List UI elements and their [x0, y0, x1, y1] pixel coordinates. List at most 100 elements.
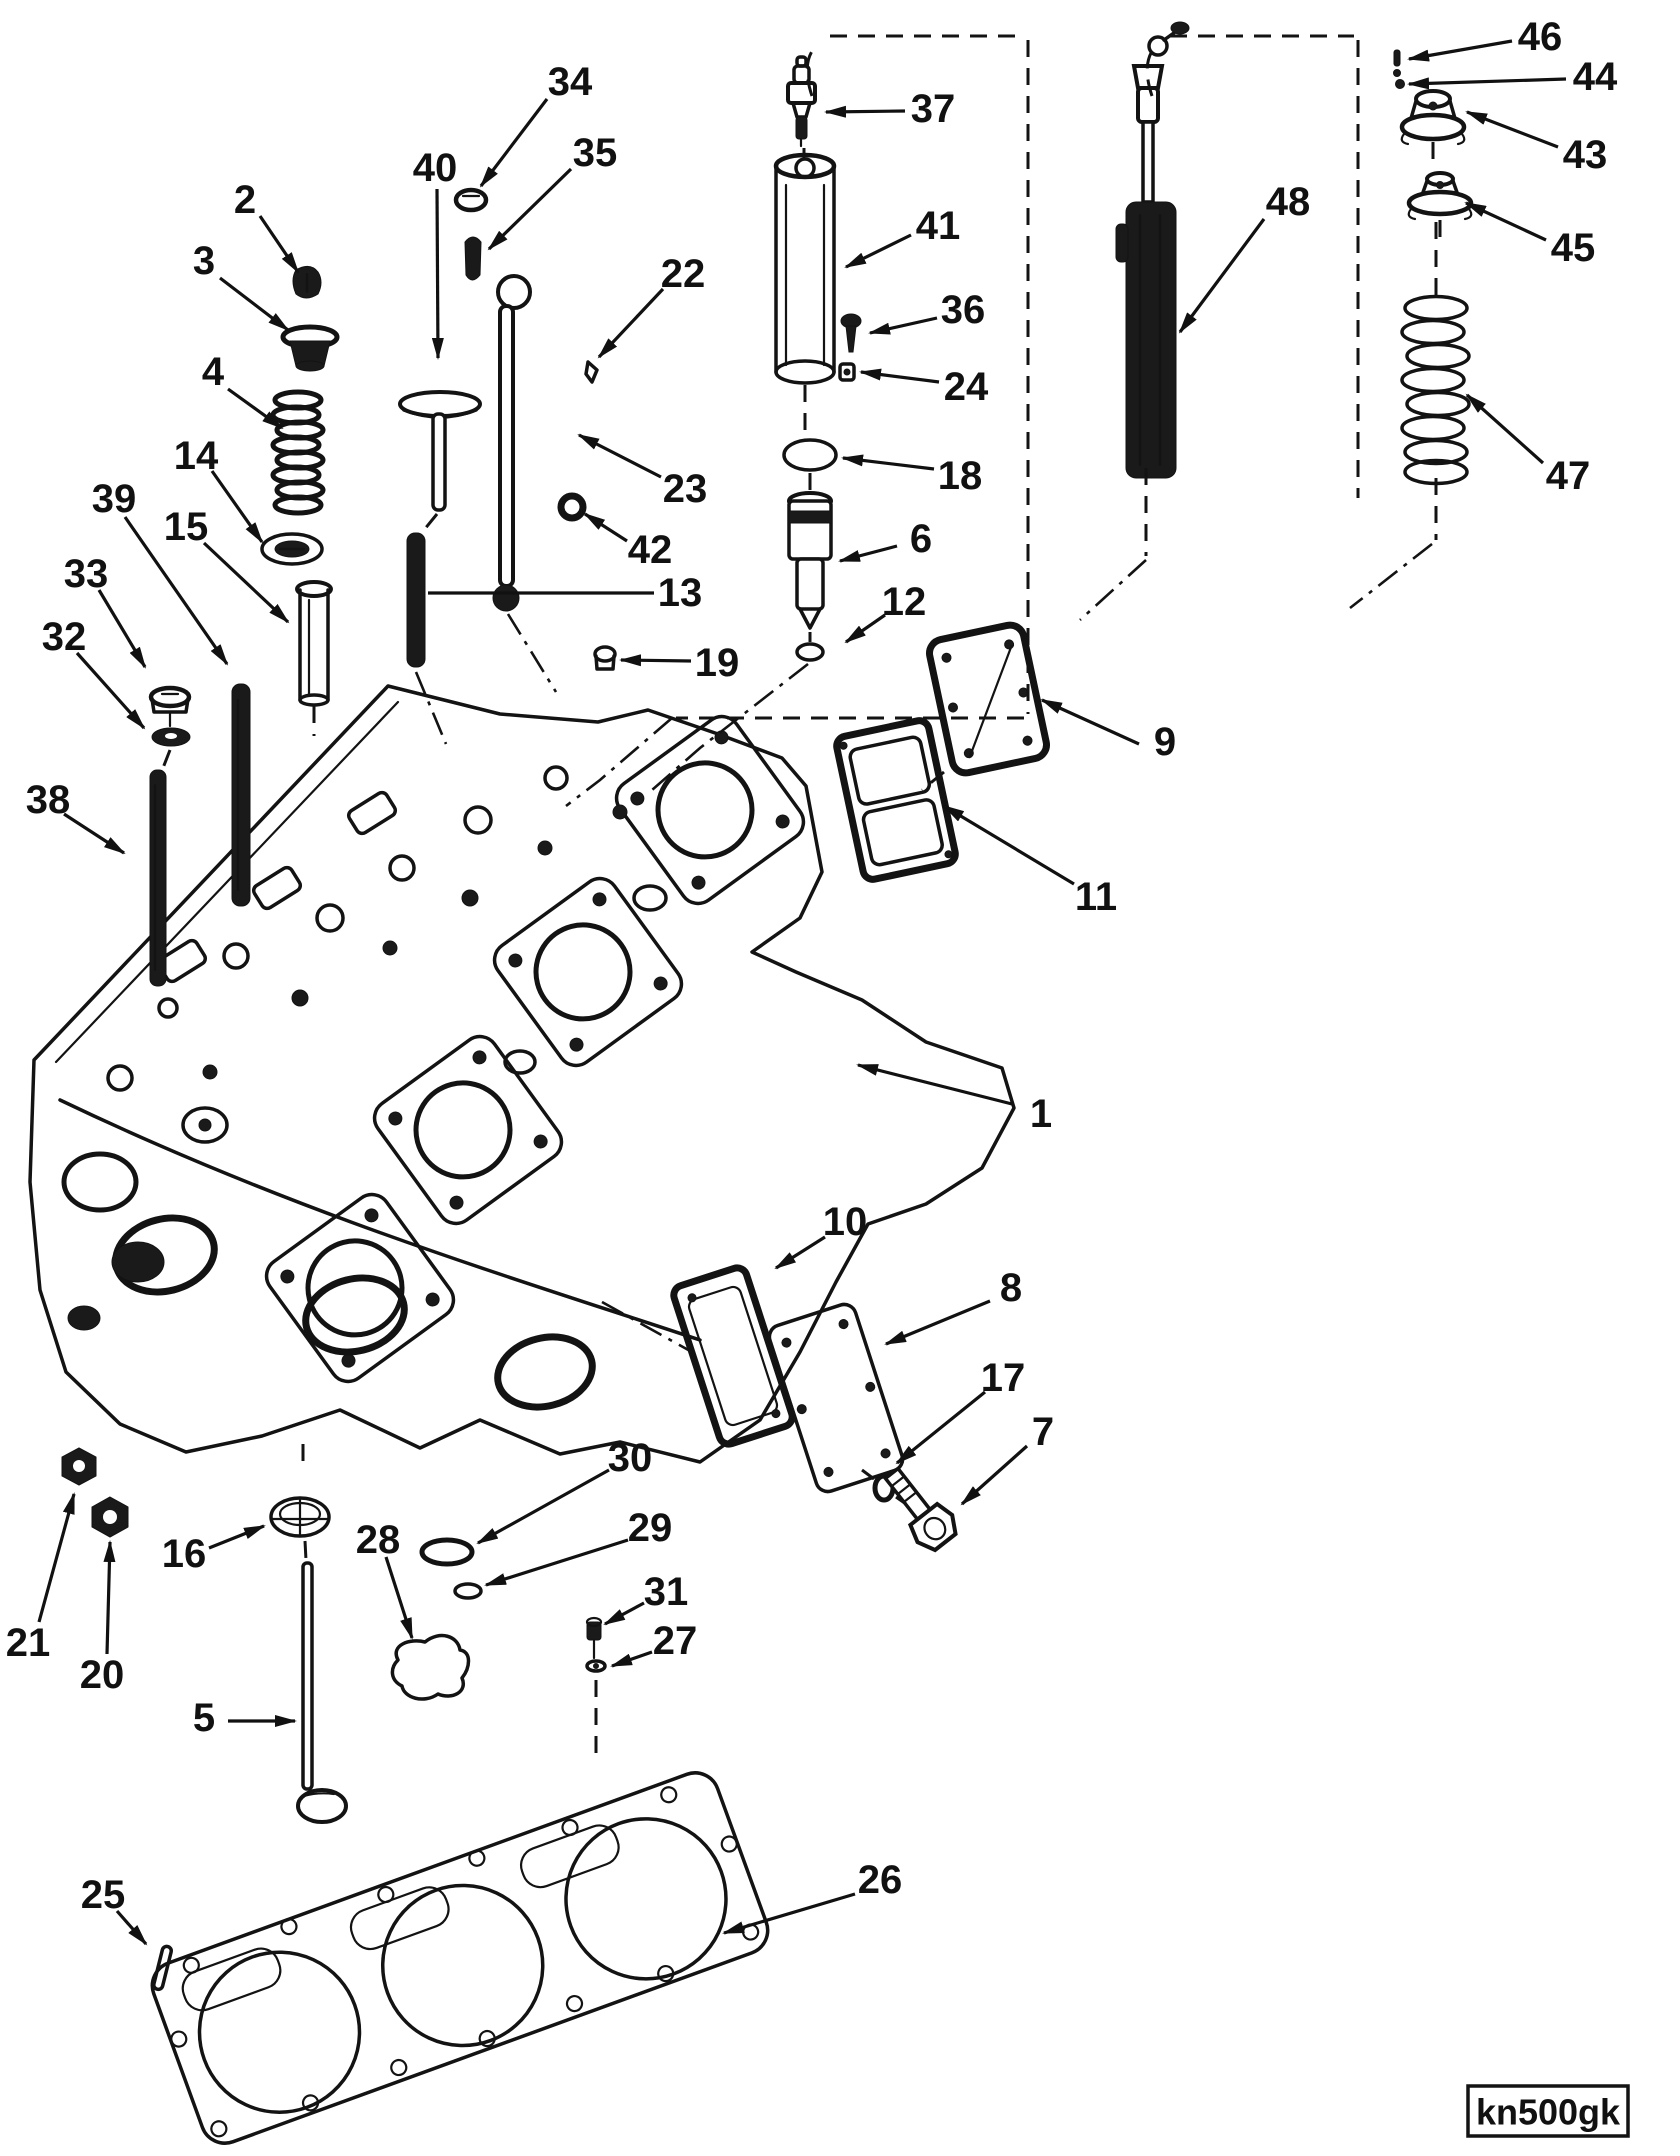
callout-38: 38 — [26, 778, 126, 855]
part-plug-20 — [91, 1496, 129, 1538]
callout-26: 26 — [722, 1858, 902, 1935]
callout-number: 23 — [663, 467, 708, 511]
callout-number: 48 — [1266, 180, 1311, 224]
part-plug-19 — [593, 645, 617, 671]
callout-leader — [960, 1444, 1029, 1506]
callout-leader — [202, 541, 290, 624]
callout-number: 38 — [26, 778, 71, 822]
callout-6: 6 — [838, 517, 932, 563]
callout-leader — [476, 1468, 610, 1545]
figure-code-box: kn500gk — [1466, 2084, 1630, 2138]
callout-5: 5 — [193, 1696, 297, 1740]
part-plug-31 — [585, 1616, 603, 1641]
part-cap-43 — [1399, 89, 1467, 146]
part-oring-29 — [453, 1582, 483, 1600]
callout-leader — [431, 188, 444, 360]
callout-leader — [115, 1909, 148, 1946]
part-ball-44 — [1395, 79, 1405, 89]
callout-leader — [844, 613, 886, 644]
callout-23: 23 — [577, 433, 708, 511]
callout-47: 47 — [1465, 393, 1590, 498]
callout-number: 6 — [910, 517, 932, 561]
callout-12: 12 — [844, 580, 926, 644]
callout-leader — [97, 589, 147, 669]
part-spark-plug-37 — [786, 55, 817, 148]
callout-24: 24 — [859, 365, 989, 409]
callout-number: 46 — [1518, 15, 1563, 59]
callout-number: 37 — [911, 87, 956, 131]
part-cover-gasket-11 — [833, 717, 959, 883]
callout-leader — [103, 1540, 116, 1655]
part-exhaust-valve-5 — [296, 1561, 348, 1824]
part-oring-12 — [795, 642, 825, 662]
callout-number: 33 — [64, 552, 109, 596]
callout-leader — [841, 454, 935, 471]
callout-3: 3 — [193, 239, 290, 332]
part-cap-nut-33 — [148, 685, 192, 714]
callout-number: 45 — [1551, 226, 1596, 270]
part-washer-27 — [585, 1659, 607, 1673]
callout-number: 20 — [80, 1653, 125, 1697]
callout-number: 14 — [174, 434, 219, 478]
part-pin-22 — [584, 360, 599, 384]
part-plug-21 — [61, 1447, 97, 1486]
callout-10: 10 — [774, 1200, 867, 1270]
callout-30: 30 — [476, 1436, 652, 1545]
callout-leader — [384, 1556, 414, 1640]
callout-42: 42 — [583, 512, 672, 572]
callout-number: 11 — [1075, 875, 1117, 919]
callout-leader — [1464, 201, 1547, 242]
callout-leader — [583, 512, 628, 543]
callout-16: 16 — [162, 1524, 266, 1576]
part-oring-30 — [419, 1537, 475, 1567]
callout-number: 7 — [1032, 1410, 1054, 1454]
callout-leader — [208, 1524, 266, 1550]
port-flange-2 — [492, 876, 684, 1068]
callout-number: 27 — [653, 1619, 698, 1663]
part-cap-45 — [1406, 171, 1474, 221]
callout-27: 27 — [610, 1619, 698, 1668]
callout-leader — [895, 1390, 987, 1465]
callout-leader — [1407, 39, 1513, 62]
callout-43: 43 — [1465, 110, 1608, 177]
callout-number: 8 — [1000, 1266, 1022, 1310]
callout-18: 18 — [841, 454, 982, 498]
callout-32: 32 — [42, 615, 146, 730]
port-flange-1 — [614, 714, 806, 906]
figure-code: kn500gk — [1476, 2092, 1621, 2133]
callout-number: 43 — [1563, 133, 1608, 177]
callout-36: 36 — [868, 288, 985, 335]
part-gasket-10 — [670, 1264, 796, 1448]
callout-leader — [577, 433, 662, 479]
callout-13: 13 — [428, 571, 702, 615]
part-plate-8 — [767, 1302, 905, 1494]
part-push-rod-38 — [149, 769, 167, 987]
callout-leader — [479, 98, 549, 188]
callout-number: 17 — [981, 1356, 1026, 1400]
callout-number: 3 — [193, 239, 215, 283]
callout-number: 31 — [644, 1570, 689, 1614]
callout-leader — [859, 368, 940, 384]
part-push-rod-23 — [492, 274, 532, 612]
part-push-rod-39 — [231, 683, 251, 907]
part-valve-guide-15 — [295, 580, 333, 707]
callout-28: 28 — [356, 1518, 414, 1640]
callout-number: 40 — [413, 146, 458, 190]
callout-29: 29 — [484, 1506, 672, 1587]
callout-leader — [227, 387, 284, 430]
callout-number: 13 — [658, 571, 703, 615]
part-injector-cup-6 — [787, 491, 833, 630]
callout-leader — [844, 233, 912, 269]
callout-leader — [1465, 110, 1559, 149]
callout-number: 9 — [1154, 720, 1176, 764]
part-valve-spring-4 — [270, 389, 326, 516]
callout-leader — [603, 1601, 645, 1626]
callout-number: 28 — [356, 1518, 401, 1562]
part-spring-retainer-3 — [280, 324, 340, 372]
part-plug-35 — [464, 236, 482, 281]
callout-number: 16 — [162, 1532, 207, 1576]
callout-33: 33 — [64, 552, 147, 669]
callout-number: 35 — [573, 131, 618, 175]
callout-15: 15 — [164, 505, 290, 624]
